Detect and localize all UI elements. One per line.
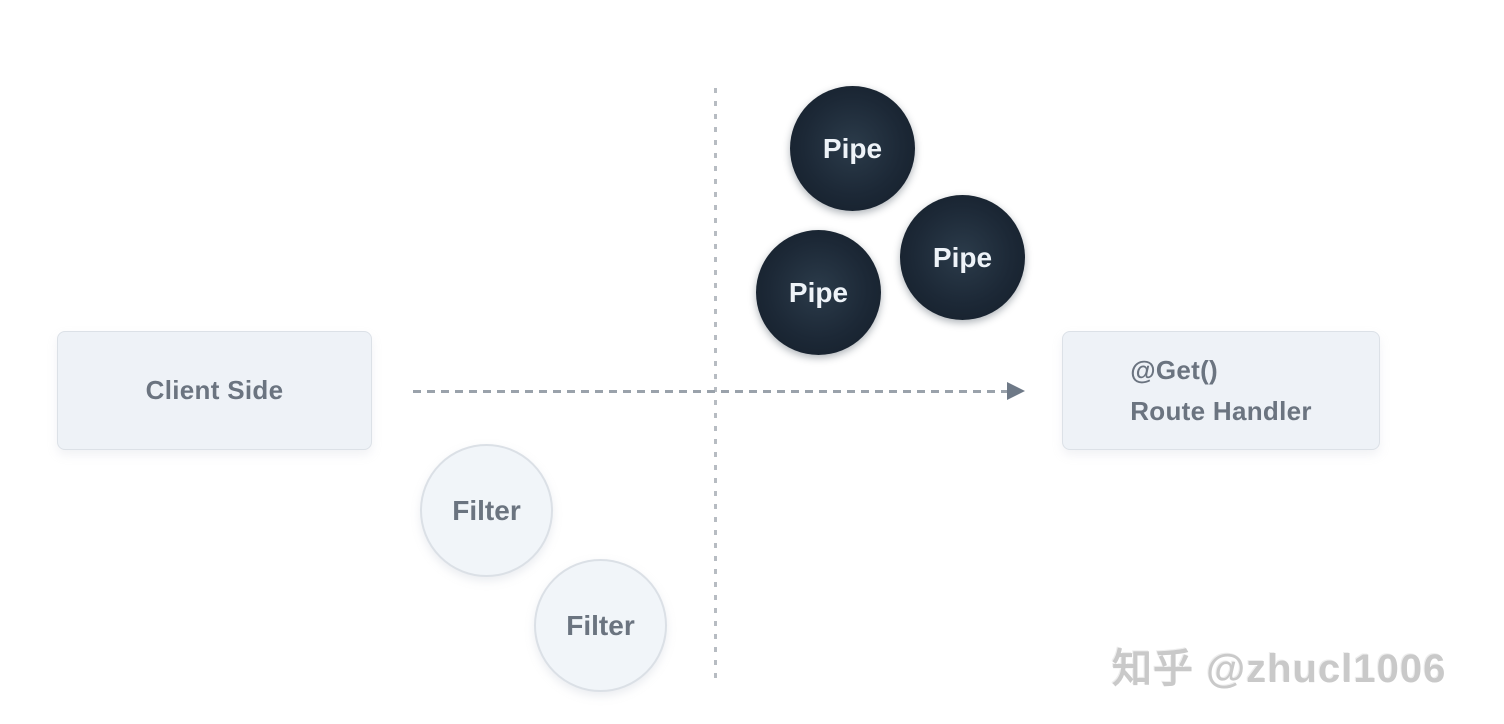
route-handler-decorator: @Get() [1130,354,1219,385]
pipe-label: Pipe [788,276,849,308]
filter-label: Filter [566,609,635,641]
route-handler-title: Route Handler [1130,395,1312,426]
filter-node: Filter [534,559,667,692]
pipe-node: Pipe [756,230,881,355]
filter-label: Filter [452,494,521,526]
watermark: 知乎 @zhucl1006 [1112,647,1447,691]
client-side-label: Client Side [145,375,284,405]
pipe-node: Pipe [900,195,1025,320]
pipe-label: Pipe [932,241,993,273]
vertical-dashed-divider [714,88,717,685]
filter-node: Filter [420,444,553,577]
arrow-right-icon [1007,382,1025,400]
pipe-label: Pipe [822,132,883,164]
route-handler-label: @Get() Route Handler [1130,350,1312,432]
request-flow-dashed-line [413,390,1009,393]
route-handler-node: @Get() Route Handler [1062,331,1380,450]
client-side-node: Client Side [57,331,372,450]
pipe-node: Pipe [790,86,915,211]
